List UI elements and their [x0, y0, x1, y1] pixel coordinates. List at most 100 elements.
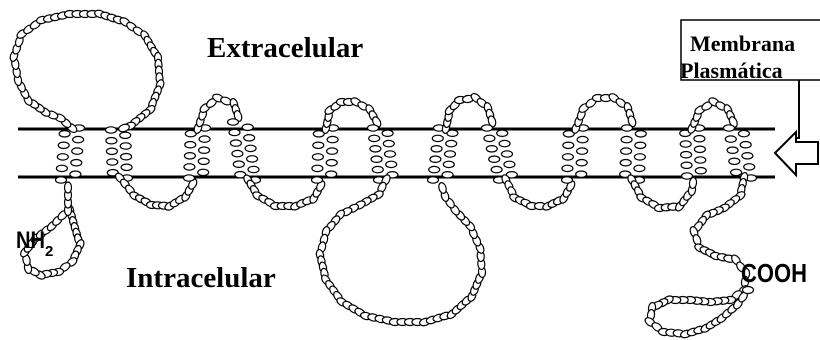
amino-acid-bead [120, 132, 131, 138]
amino-acid-bead [729, 158, 740, 164]
amino-acid-bead [230, 140, 241, 146]
amino-acid-bead [228, 119, 239, 125]
amino-acid-bead [577, 136, 588, 142]
amino-acid-bead [313, 142, 324, 148]
amino-acid-bead [731, 169, 742, 175]
amino-acid-bead [245, 145, 256, 151]
membrane-callout-line1: Membrana [690, 31, 795, 56]
amino-acid-bead [489, 156, 500, 162]
amino-acid-bead [385, 151, 396, 157]
amino-acid-bead [681, 152, 692, 158]
amino-acid-bead [724, 125, 735, 131]
amino-acid-bead [562, 154, 573, 160]
amino-acid-bead [694, 146, 705, 152]
amino-acid-bead [371, 156, 382, 162]
amino-acid-bead [185, 142, 196, 148]
amino-acid-bead [56, 165, 67, 171]
amino-acid-bead [682, 173, 693, 179]
amino-acid-bead [247, 156, 258, 162]
amino-acid-bead [429, 166, 440, 172]
amino-acid-bead [65, 182, 72, 193]
amino-acid-bead [199, 136, 210, 142]
amino-acid-bead [621, 148, 632, 154]
amino-acid-bead [184, 153, 195, 159]
amino-acid-bead [497, 130, 508, 136]
amino-acid-bead [242, 124, 253, 130]
amino-acid-bead [695, 157, 706, 163]
amino-acid-bead [634, 154, 645, 160]
amino-acid-bead [73, 136, 84, 142]
amino-acid-bead [563, 142, 574, 148]
amino-acid-bead [432, 135, 443, 141]
n-terminus-subscript: 2 [45, 243, 53, 260]
amino-acid-bead [120, 143, 131, 149]
membrane-arrow [775, 132, 818, 175]
amino-acid-bead [576, 171, 587, 177]
amino-acid-bead [740, 142, 751, 148]
amino-acid-bead [70, 171, 81, 177]
c-terminus-label: COOH [741, 258, 807, 288]
amino-acid-bead [368, 125, 379, 131]
amino-acid-bead [695, 168, 706, 174]
amino-acid-bead [56, 177, 67, 183]
amino-acid-bead [382, 130, 393, 136]
intracellular-label: Intracelular [126, 262, 276, 294]
amino-acid-bead [232, 150, 243, 156]
amino-acid-bead [248, 166, 259, 172]
amino-acid-bead [184, 164, 195, 170]
amino-acid-bead [121, 154, 132, 160]
amino-acid-bead [312, 177, 323, 183]
amino-acid-bead [634, 165, 645, 171]
amino-acid-bead [621, 136, 632, 142]
amino-acid-bead [326, 160, 337, 166]
amino-acid-bead [386, 161, 397, 167]
amino-acid-bead [233, 161, 244, 167]
amino-acid-bead [57, 154, 68, 160]
amino-acid-bead [681, 162, 692, 168]
amino-acid-bead [482, 125, 493, 131]
amino-acid-bead [428, 177, 439, 183]
amino-acid-bead [620, 160, 631, 166]
amino-acid-bead [106, 148, 117, 154]
amino-acid-bead [229, 129, 240, 135]
amino-acid-bead [502, 151, 513, 157]
protein-chain [9, 9, 757, 339]
amino-acid-bead [184, 175, 195, 181]
amino-acid-bead [71, 160, 82, 166]
amino-acid-bead [107, 159, 118, 165]
amino-acid-bead [431, 146, 442, 152]
amino-acid-bead [744, 164, 755, 170]
amino-acid-bead [562, 165, 573, 171]
callout-connector [789, 80, 799, 138]
amino-acid-bead [59, 131, 70, 137]
membrane-callout: Membrana Plasmática [680, 20, 820, 83]
amino-acid-bead [312, 165, 323, 171]
extracellular-label: Extracelular [207, 32, 363, 64]
amino-acid-bead [198, 158, 209, 164]
amino-acid-bead [484, 135, 495, 141]
amino-acid-bead [635, 131, 646, 137]
amino-acid-bead [445, 151, 456, 157]
amino-acid-bead [635, 142, 646, 148]
amino-acid-bead [58, 142, 69, 148]
amino-acid-bead [727, 147, 738, 153]
amino-acid-bead [491, 166, 502, 172]
amino-acid-bead [327, 136, 338, 142]
amino-acid-bead [199, 147, 210, 153]
amino-acid-bead [118, 123, 131, 133]
amino-acid-bead [622, 125, 633, 131]
amino-acid-bead [725, 136, 736, 142]
amino-acid-bead [121, 164, 132, 170]
amino-acid-bead [694, 136, 705, 142]
amino-acid-bead [326, 171, 337, 177]
amino-acid-bead [446, 140, 457, 146]
amino-acid-bead [438, 182, 448, 195]
amino-acid-bead [577, 148, 588, 154]
amino-acid-bead [486, 146, 497, 152]
membrane-callout-line2: Plasmática [680, 58, 783, 83]
amino-acid-bead [370, 146, 381, 152]
amino-acid-bead [562, 177, 573, 183]
amino-acid-bead [383, 140, 394, 146]
amino-acid-bead [442, 172, 453, 178]
